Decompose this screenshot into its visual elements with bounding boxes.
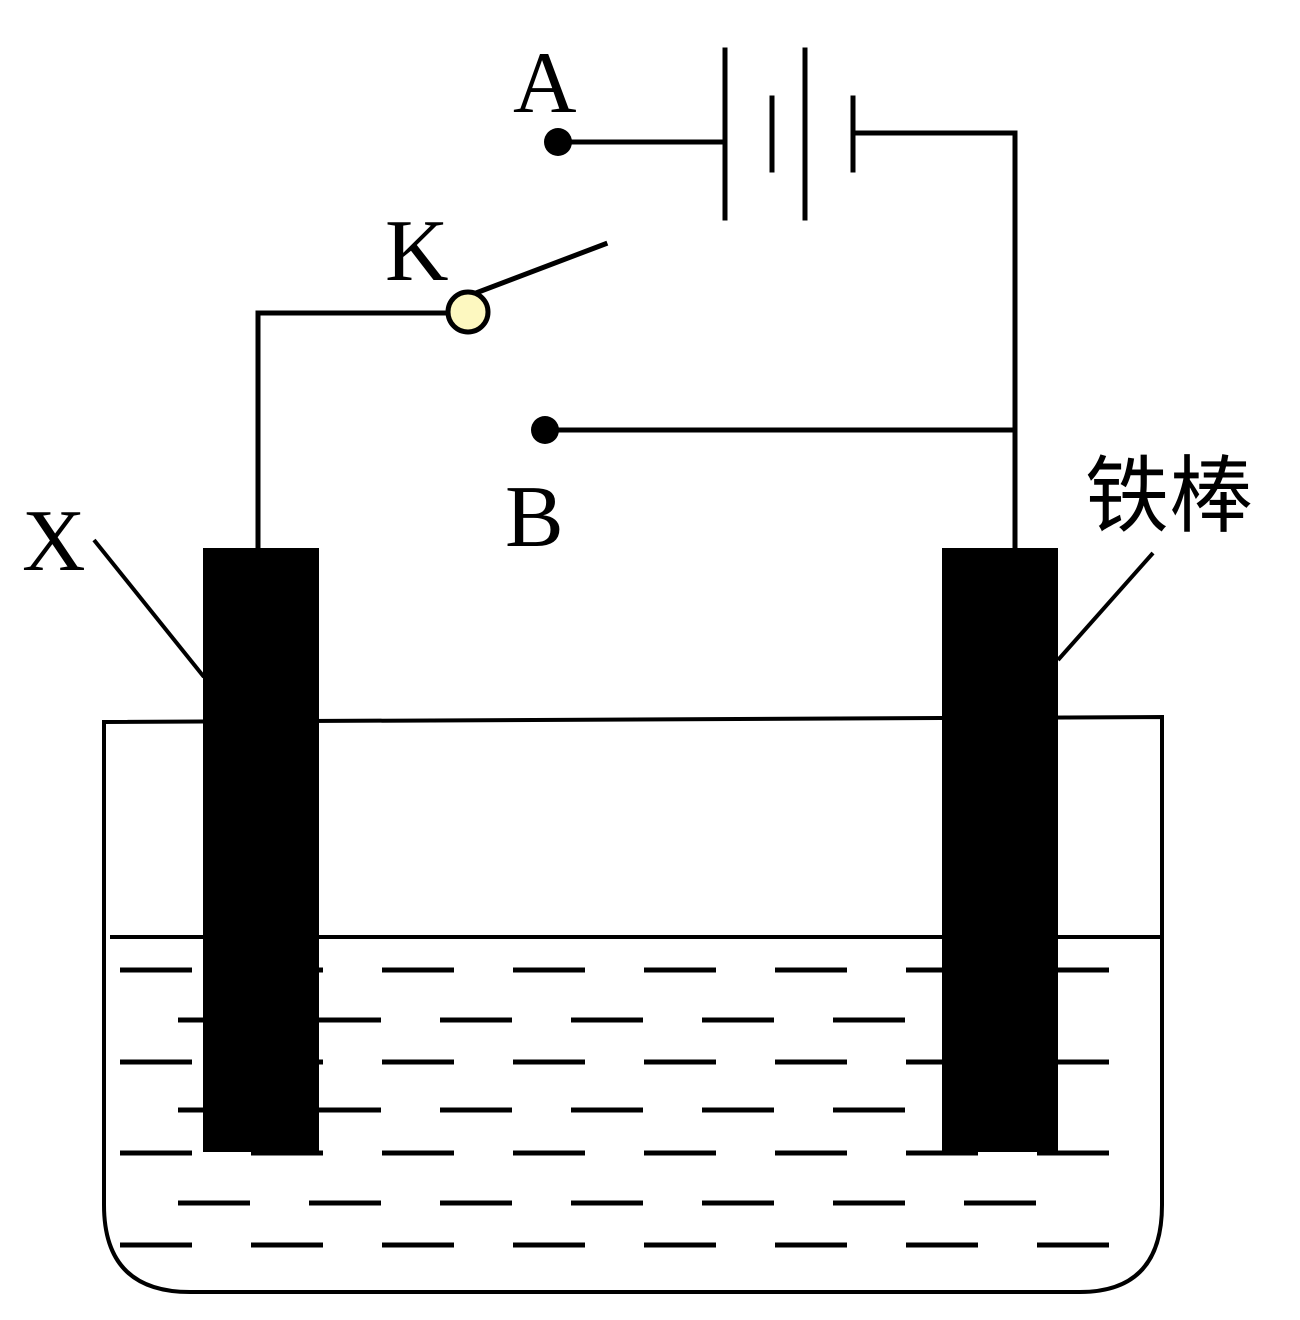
label-k: K bbox=[385, 203, 449, 300]
circuit-wires bbox=[255, 130, 1018, 551]
label-iron-rod: 铁棒 bbox=[1085, 447, 1253, 545]
switch-pivot bbox=[445, 289, 491, 335]
switch-lever bbox=[464, 240, 609, 300]
terminal-a-dot bbox=[544, 128, 572, 156]
beaker-outline bbox=[102, 714, 1164, 1294]
battery-icon bbox=[722, 47, 856, 221]
leader-line-x bbox=[92, 538, 206, 679]
label-b: B bbox=[505, 469, 564, 566]
label-a: A bbox=[513, 35, 577, 132]
leader-line-iron-rod bbox=[1056, 551, 1155, 662]
electrode-iron-rod bbox=[942, 548, 1058, 1152]
wire-battery-to-iron-rod bbox=[852, 130, 1018, 551]
wire-x-to-switch bbox=[255, 310, 453, 551]
electrode-x bbox=[203, 548, 319, 1152]
terminal-b-dot bbox=[531, 416, 559, 444]
label-x: X bbox=[22, 493, 86, 590]
